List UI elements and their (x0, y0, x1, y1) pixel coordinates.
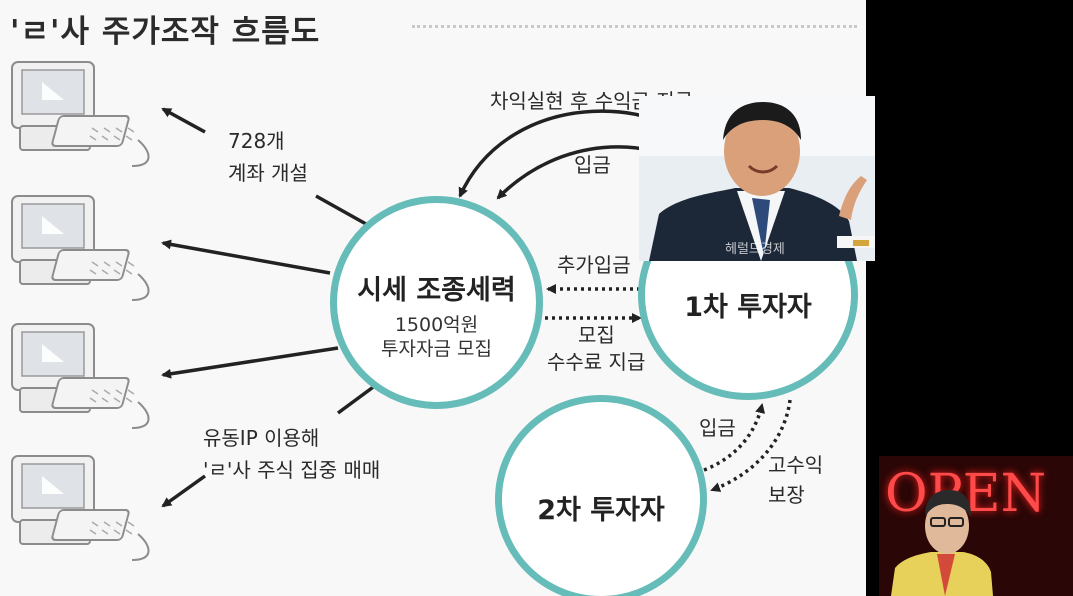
label-high-return-2: 보장 (768, 483, 805, 507)
label-deposit-top: 입금 (574, 153, 611, 177)
arrow-to-pc-3 (161, 346, 339, 379)
computer-icon (11, 195, 150, 301)
node-manipulator-desc: 투자자금 모집 (381, 338, 492, 360)
node-manipulator-title: 시세 조종세력 (357, 275, 516, 306)
arrow-to-pc-2 (161, 239, 331, 275)
label-second-deposit: 입금 (699, 416, 736, 440)
person-illustration (639, 96, 875, 261)
label-high-return-1: 고수익 (768, 453, 824, 477)
node-first-investor-label: 1차 투자자 (684, 292, 812, 323)
inset-webcam: OPEN (879, 456, 1073, 596)
label-ip-line1: 유동IP 이용해 (203, 426, 320, 450)
computer-icon (11, 323, 150, 429)
webcam-person-illustration (891, 490, 993, 596)
arrow-to-pc-4 (161, 474, 207, 508)
inset-watermark: 헤럴드경제 (725, 242, 785, 257)
title-divider (412, 25, 857, 28)
node-manipulator: 시세 조종세력 1500억원 투자자금 모집 (330, 196, 543, 409)
diagram-title: 'ㄹ'사 주가조작 흐름도 (10, 14, 321, 50)
computer-icon (11, 61, 150, 167)
node-second-investor: 2차 투자자 (495, 395, 707, 596)
label-accounts-count: 728개 (228, 129, 285, 153)
label-fee-payment: 수수료 지급 (547, 350, 646, 374)
node-manipulator-amount: 1500억원 (394, 314, 479, 336)
arrow-second-deposit (703, 403, 766, 472)
label-recruit: 모집 (578, 323, 615, 347)
label-ip-line2: 'ㄹ'사 주식 집중 매매 (203, 458, 381, 482)
node-second-investor-label: 2차 투자자 (537, 495, 665, 526)
inset-person-photo: 헤럴드경제 (639, 96, 875, 261)
line-from-hub-lower (336, 383, 378, 415)
label-accounts-open: 계좌 개설 (228, 161, 308, 185)
diagram-graphics (11, 61, 792, 561)
label-extra-deposit: 추가입금 (557, 253, 631, 277)
arrow-to-pc-1 (161, 107, 206, 134)
diagram-slide: 'ㄹ'사 주가조작 흐름도 (10, 14, 858, 596)
computer-icon (11, 455, 150, 561)
line-from-hub (315, 194, 367, 226)
